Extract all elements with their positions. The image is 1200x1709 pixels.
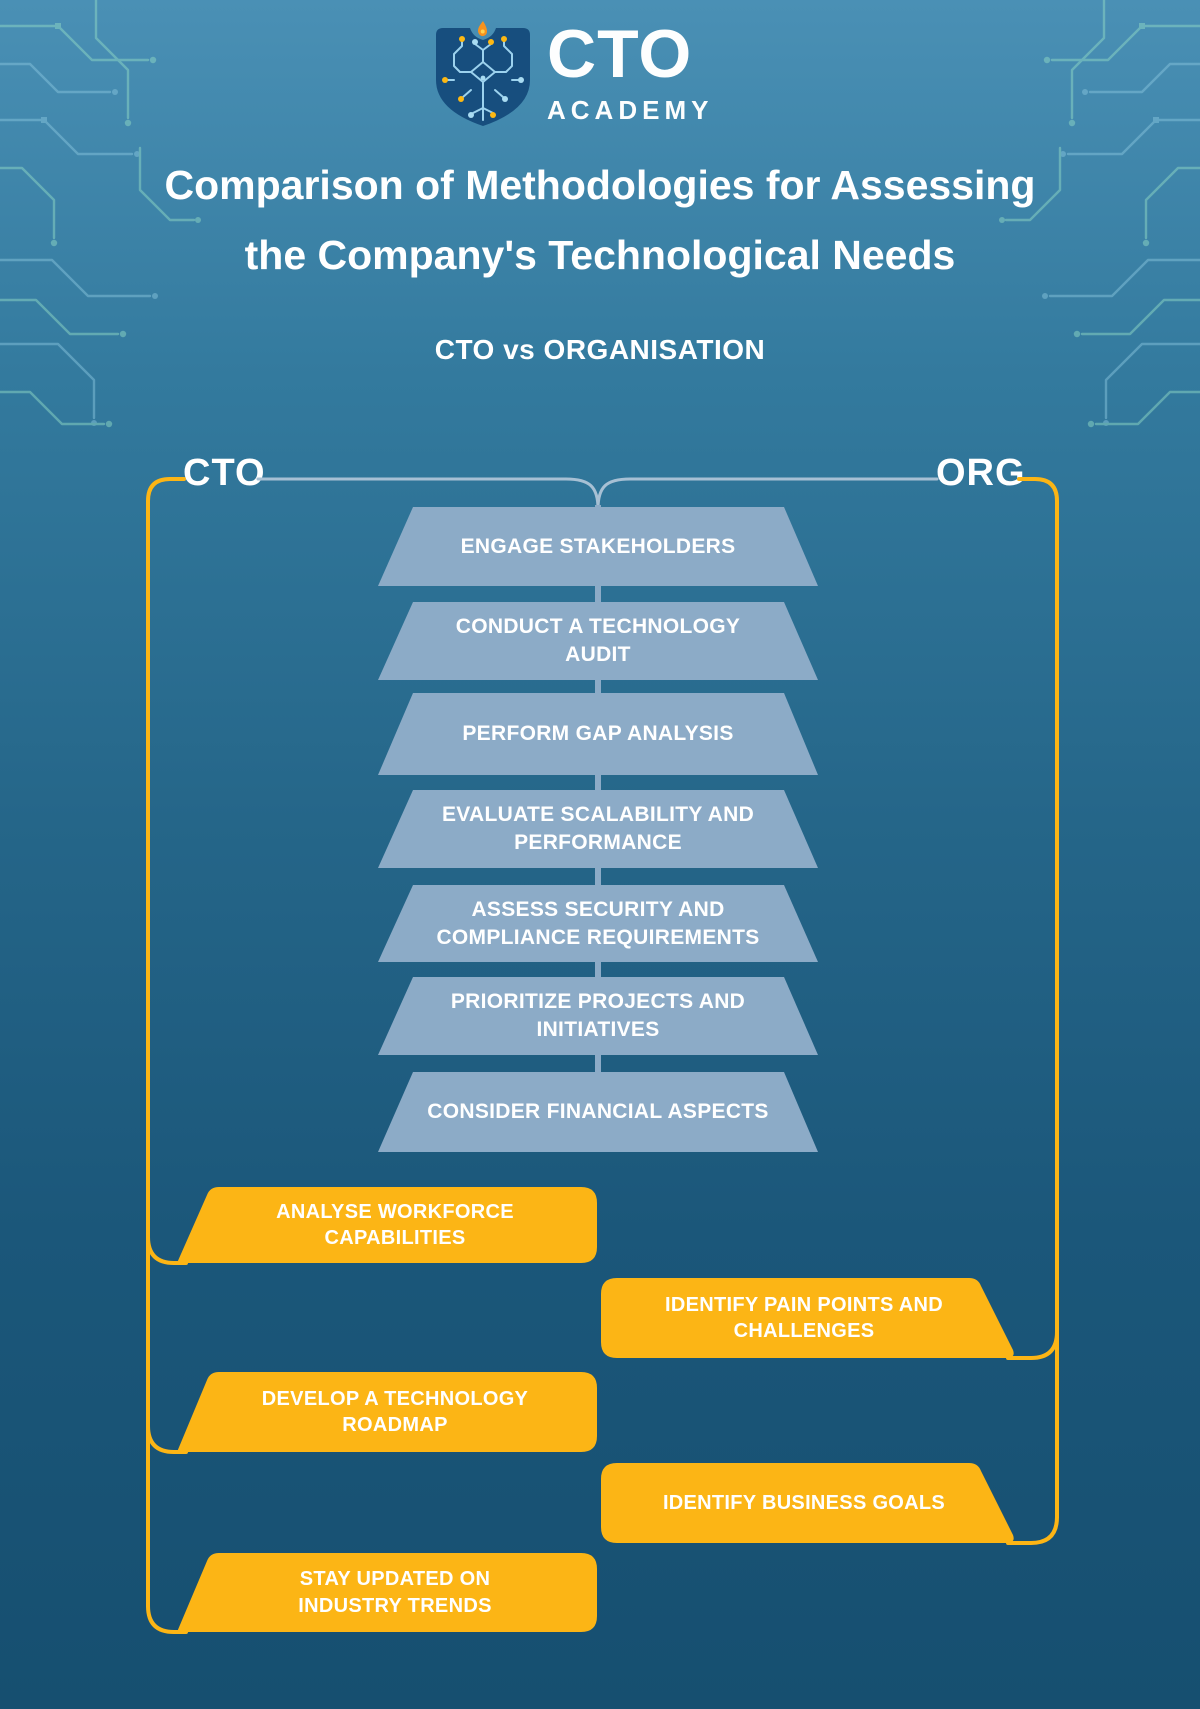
connector-line-right	[596, 477, 939, 511]
title-line-1: Comparison of Methodologies for Assessin…	[164, 162, 1036, 208]
org-step-shape	[601, 1463, 1014, 1543]
org-step-shape	[601, 1278, 1014, 1358]
shared-step-shape	[378, 790, 818, 868]
cto-bracket-branch	[146, 1235, 188, 1265]
shared-step-shape	[378, 602, 818, 680]
logo-shield-icon	[436, 21, 530, 126]
cto-bracket-branch	[146, 1604, 188, 1634]
logo: CTO ACADEMY	[433, 20, 713, 130]
cto-bracket-branch	[146, 1424, 188, 1454]
page-title: Comparison of Methodologies for Assessin…	[0, 150, 1200, 290]
cto-step-shape	[177, 1187, 597, 1263]
org-bracket-branch	[1006, 1330, 1059, 1360]
shared-step-shape	[378, 977, 818, 1055]
title-line-2: the Company's Technological Needs	[244, 232, 956, 278]
cto-bracket	[146, 477, 186, 1608]
logo-brand-cto: CTO	[547, 16, 693, 92]
logo-brand-academy: ACADEMY	[547, 95, 714, 125]
shared-step-shape	[378, 1072, 818, 1152]
org-bracket-branch	[1006, 1515, 1059, 1545]
connector-line-left	[256, 477, 600, 511]
org-bracket	[1017, 477, 1059, 1519]
org-side-label: ORG	[936, 452, 1026, 494]
cto-side-label: CTO	[183, 452, 266, 494]
shared-step-shape	[378, 885, 818, 962]
flame-icon	[477, 21, 487, 37]
logo-text: CTO ACADEMY	[547, 20, 713, 126]
cto-step-shape	[177, 1372, 597, 1452]
cto-step-shape	[177, 1553, 597, 1632]
page-subtitle: CTO vs ORGANISATION	[434, 334, 766, 365]
shared-step-shape	[378, 693, 818, 775]
shared-step-shape	[378, 507, 818, 586]
